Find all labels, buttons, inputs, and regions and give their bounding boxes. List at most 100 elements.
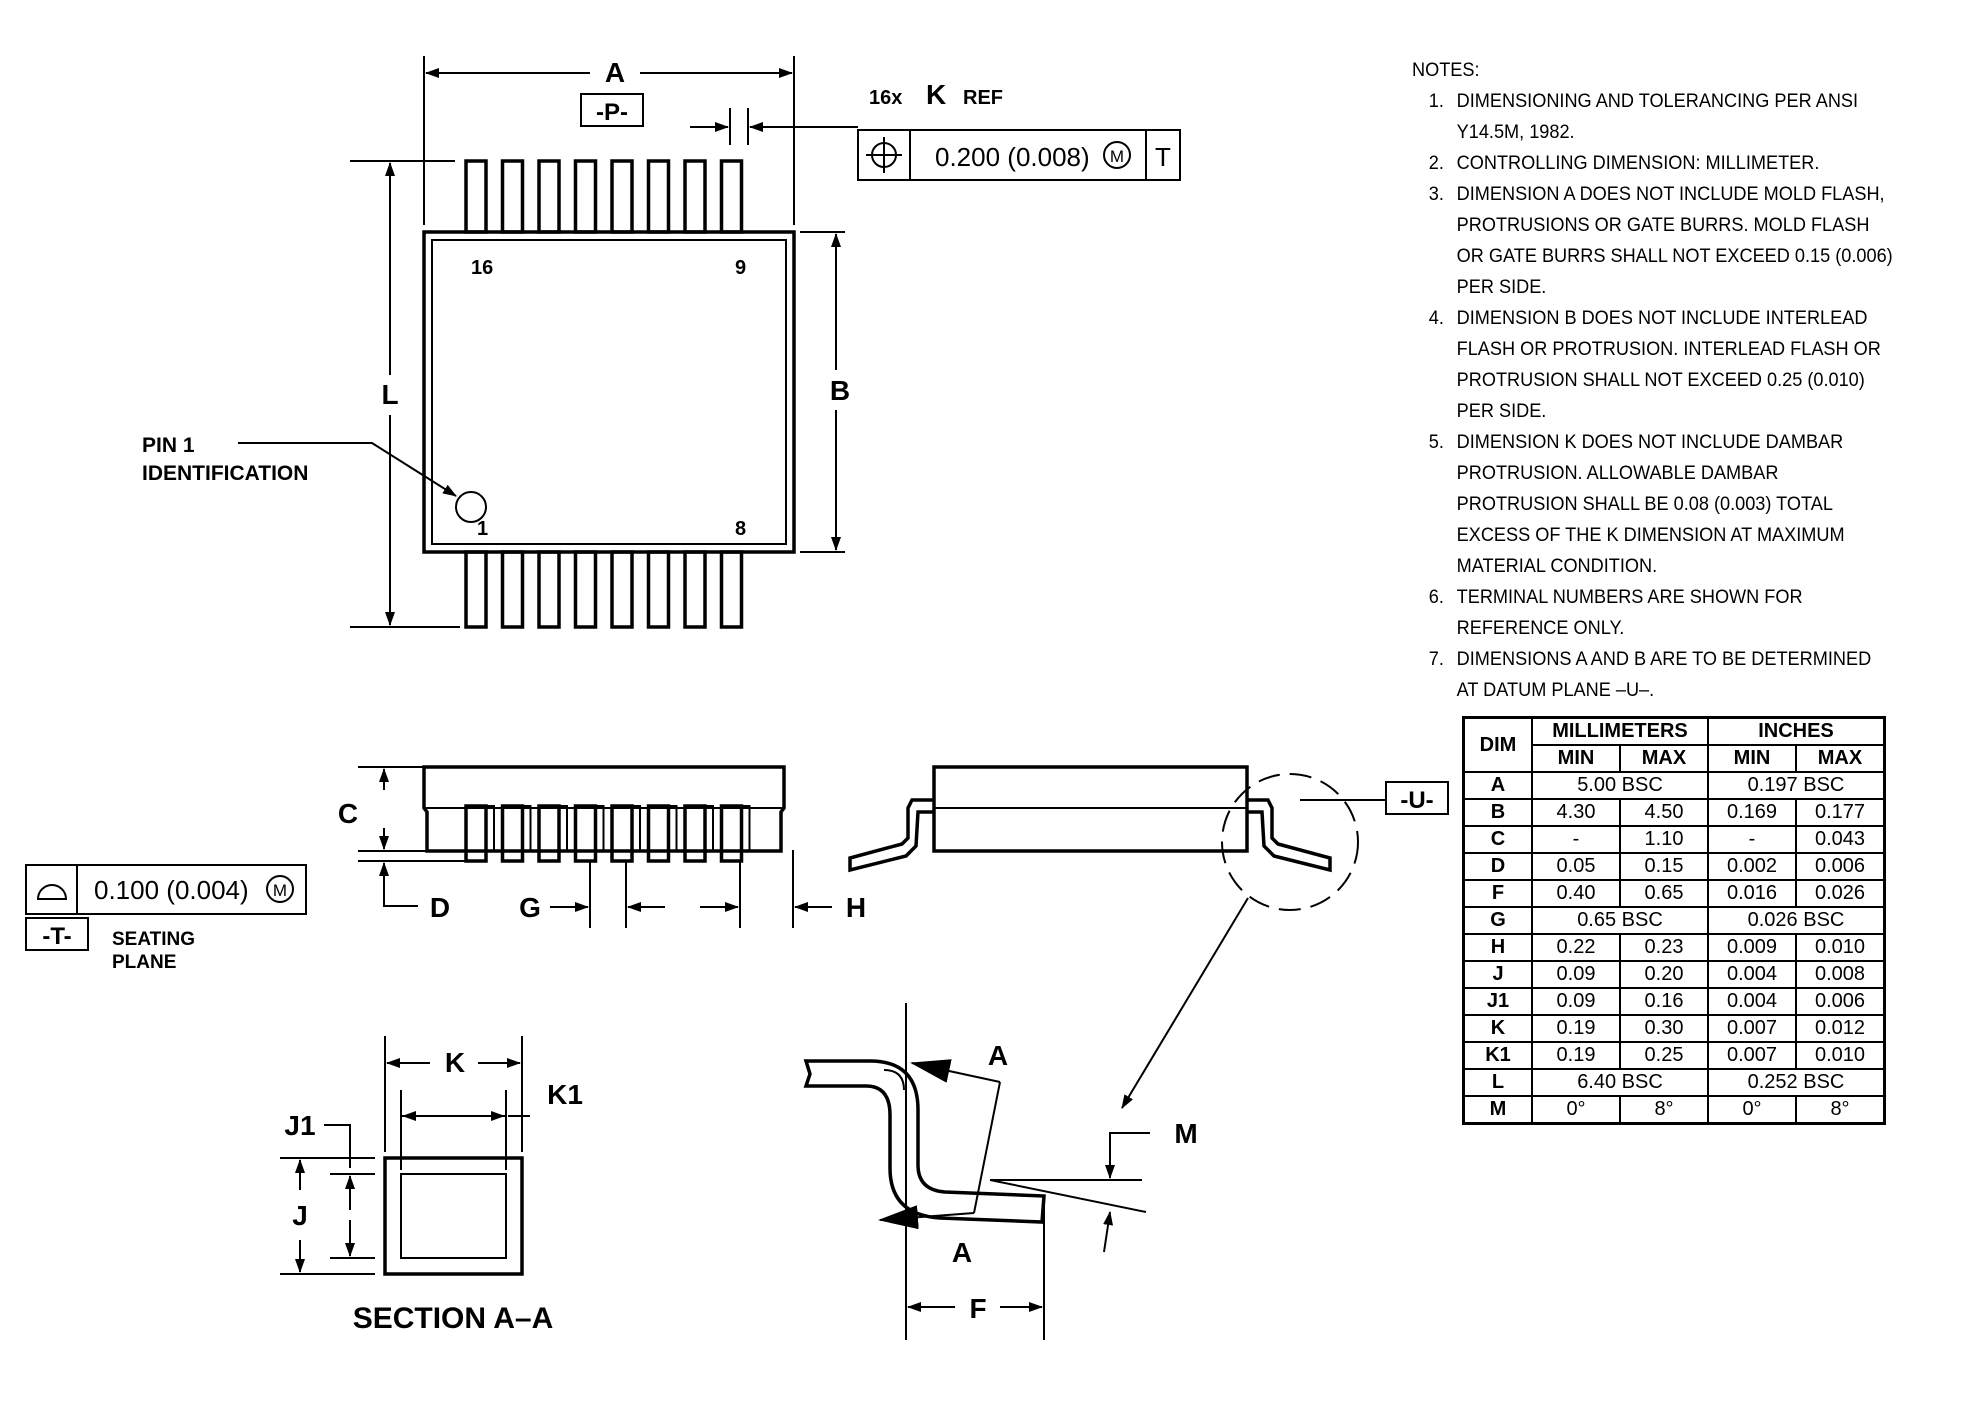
dim-l-label: L — [381, 379, 398, 410]
mm-max-cell: 0.25 — [1619, 1041, 1709, 1070]
inches-header: INCHES — [1707, 716, 1886, 746]
side-lead-back — [740, 805, 751, 852]
pin-1-id-line2: IDENTIFICATION — [142, 462, 308, 485]
note-text: DIMENSION B DOES NOT INCLUDE INTERLEAD F… — [1456, 307, 1881, 422]
dim-cell: K1 — [1462, 1041, 1533, 1070]
section-j-label: J — [292, 1200, 308, 1231]
mm-min-cell: 0.09 — [1531, 987, 1621, 1016]
bottom-lead-row — [464, 550, 744, 629]
bottom-lead — [646, 550, 671, 629]
side-body — [422, 765, 786, 853]
detail-lead — [803, 1059, 1046, 1224]
datum-p-label: -P- — [596, 99, 628, 126]
detail-view: A A F M — [803, 1003, 1198, 1340]
svg-text:M: M — [1110, 147, 1124, 166]
note-item: 7.DIMENSIONS A AND B ARE TO BE DETERMINE… — [1412, 644, 1896, 706]
bottom-lead — [500, 550, 525, 629]
seating-plane-line1: SEATING — [112, 929, 195, 950]
mm-bsc-cell: 0.65 BSC — [1531, 906, 1709, 935]
mm-bsc-cell: 6.40 BSC — [1531, 1068, 1709, 1097]
dim-cell: J1 — [1462, 987, 1533, 1016]
package-body-inner — [431, 239, 787, 545]
bottom-lead — [719, 550, 744, 629]
mm-max-cell: 4.50 — [1619, 798, 1709, 827]
mm-min-cell: 0.40 — [1531, 879, 1621, 908]
top-lead — [464, 159, 488, 234]
in-max-cell: 0.008 — [1795, 960, 1886, 989]
dim-d-label: D — [430, 892, 450, 923]
pin-1-leader — [238, 442, 457, 497]
mm-max-cell: 1.10 — [1619, 825, 1709, 854]
dim-header: DIM — [1462, 716, 1533, 773]
detail-leader — [1121, 897, 1249, 1109]
section-arrow-top-icon — [910, 1059, 1001, 1083]
top-lead — [719, 159, 744, 234]
in-max-cell: 0.043 — [1795, 825, 1886, 854]
bottom-lead — [573, 550, 598, 629]
in-bsc-cell: 0.197 BSC — [1707, 771, 1886, 800]
dim-cell: M — [1462, 1095, 1533, 1125]
datum-u-box — [1385, 781, 1449, 815]
in-max-cell: 0.026 — [1795, 879, 1886, 908]
mm-max-header: MAX — [1619, 744, 1709, 773]
datum-p-box — [580, 93, 644, 127]
in-min-cell: 0.007 — [1707, 1041, 1797, 1070]
pin-8-label: 8 — [735, 518, 746, 540]
in-max-cell: 0.177 — [1795, 798, 1886, 827]
mm-min-cell: 0.09 — [1531, 960, 1621, 989]
pin-9-label: 9 — [735, 257, 746, 279]
in-max-cell: 8° — [1795, 1095, 1886, 1125]
pin-16-label: 16 — [471, 257, 493, 279]
note-item: 4.DIMENSION B DOES NOT INCLUDE INTERLEAD… — [1412, 303, 1896, 427]
k-label: K — [926, 79, 946, 110]
mm-min-cell: 0.22 — [1531, 933, 1621, 962]
note-number: 2. — [1428, 152, 1444, 174]
package-body-outer — [422, 230, 796, 554]
in-max-cell: 0.006 — [1795, 987, 1886, 1016]
detail-a-top-label: A — [988, 1040, 1008, 1071]
side-lead-back — [594, 805, 605, 852]
in-max-cell: 0.006 — [1795, 852, 1886, 881]
bottom-lead — [537, 550, 561, 629]
mm-max-cell: 0.15 — [1619, 852, 1709, 881]
mm-max-cell: 8° — [1619, 1095, 1709, 1125]
in-min-cell: 0.009 — [1707, 933, 1797, 962]
section-lead-inner — [400, 1173, 507, 1259]
section-k1-label: K1 — [547, 1079, 583, 1110]
pin-1-label: 1 — [477, 518, 488, 540]
fcf-value: 0.200 (0.008) — [935, 142, 1090, 172]
dim-g-label: G — [519, 892, 541, 923]
mm-min-cell: 0° — [1531, 1095, 1621, 1125]
side-lead-back — [558, 805, 568, 852]
in-max-cell: 0.012 — [1795, 1014, 1886, 1043]
in-min-cell: - — [1707, 825, 1797, 854]
top-lead — [610, 159, 634, 234]
dimension-table: DIM MILLIMETERS INCHES MIN MAX MIN MAX A… — [1462, 716, 1886, 1125]
mm-min-cell: 4.30 — [1531, 798, 1621, 827]
notes-title: NOTES: — [1412, 59, 1480, 81]
dim-b-label: B — [830, 375, 850, 406]
mm-min-cell: - — [1531, 825, 1621, 854]
detail-circle — [1221, 773, 1359, 911]
note-text: DIMENSIONS A AND B ARE TO BE DETERMINED … — [1456, 648, 1872, 701]
mmc-modifier-icon — [1103, 141, 1131, 169]
dim-h-label: H — [846, 892, 866, 923]
fcf-datum: T — [1155, 142, 1171, 172]
coplanarity-frame: 0.100 (0.004) M — [25, 864, 307, 915]
dim-cell: A — [1462, 771, 1533, 800]
top-lead — [500, 159, 525, 234]
mm-max-cell: 0.23 — [1619, 933, 1709, 962]
side-lead-row — [464, 804, 751, 863]
dim-cell: D — [1462, 852, 1533, 881]
notes-list: 1.DIMENSIONING AND TOLERANCING PER ANSI … — [1412, 86, 1896, 706]
pin-1-id-line1: PIN 1 — [142, 434, 195, 457]
top-lead-row — [464, 159, 744, 234]
